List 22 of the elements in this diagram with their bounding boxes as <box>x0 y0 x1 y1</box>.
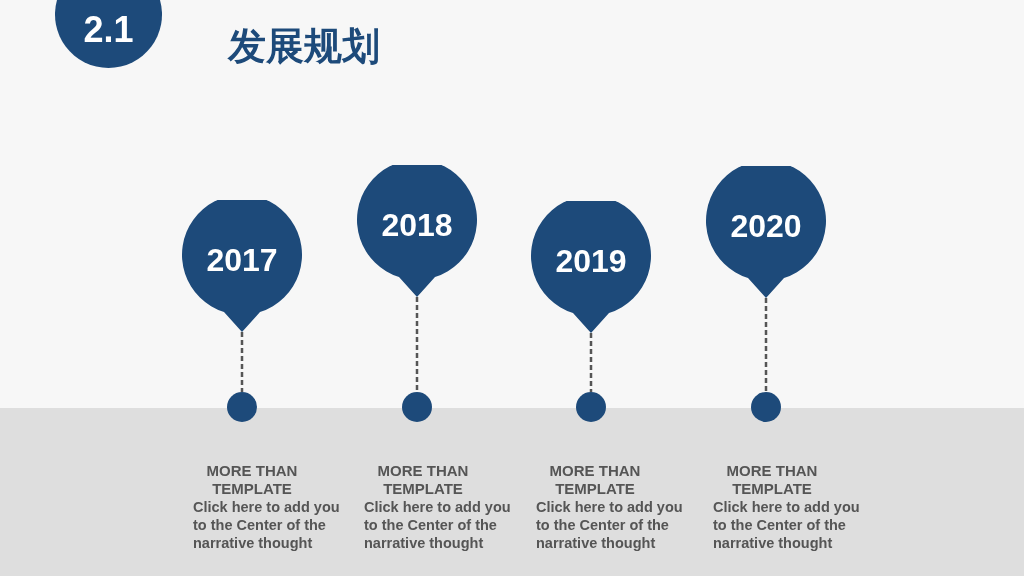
item-heading: MORE THAN TEMPLATE <box>725 462 819 498</box>
item-heading: MORE THAN TEMPLATE <box>205 462 299 498</box>
item-heading: MORE THAN TEMPLATE <box>376 462 470 498</box>
year-label: 2017 <box>206 242 278 278</box>
dashed-connector <box>764 298 768 392</box>
section-number: 2.1 <box>83 9 134 50</box>
year-label: 2019 <box>555 243 627 279</box>
item-heading: MORE THAN TEMPLATE <box>548 462 642 498</box>
timeline-dot <box>576 392 606 422</box>
dashed-connector <box>240 332 244 392</box>
slide-title: 发展规划 <box>228 24 380 69</box>
item-description: Click here to add you to the Center of the narrative thought <box>193 498 341 552</box>
timeline-dot <box>402 392 432 422</box>
item-description: Click here to add you to the Center of the narrative thought <box>364 498 512 552</box>
year-label: 2018 <box>381 207 453 243</box>
dashed-connector <box>589 333 593 392</box>
timeline-dot <box>227 392 257 422</box>
year-label: 2020 <box>730 208 802 244</box>
dashed-connector <box>415 297 419 392</box>
item-description: Click here to add you to the Center of the narrative thought <box>536 498 684 552</box>
timeline-dot <box>751 392 781 422</box>
item-description: Click here to add you to the Center of the narrative thought <box>713 498 861 552</box>
